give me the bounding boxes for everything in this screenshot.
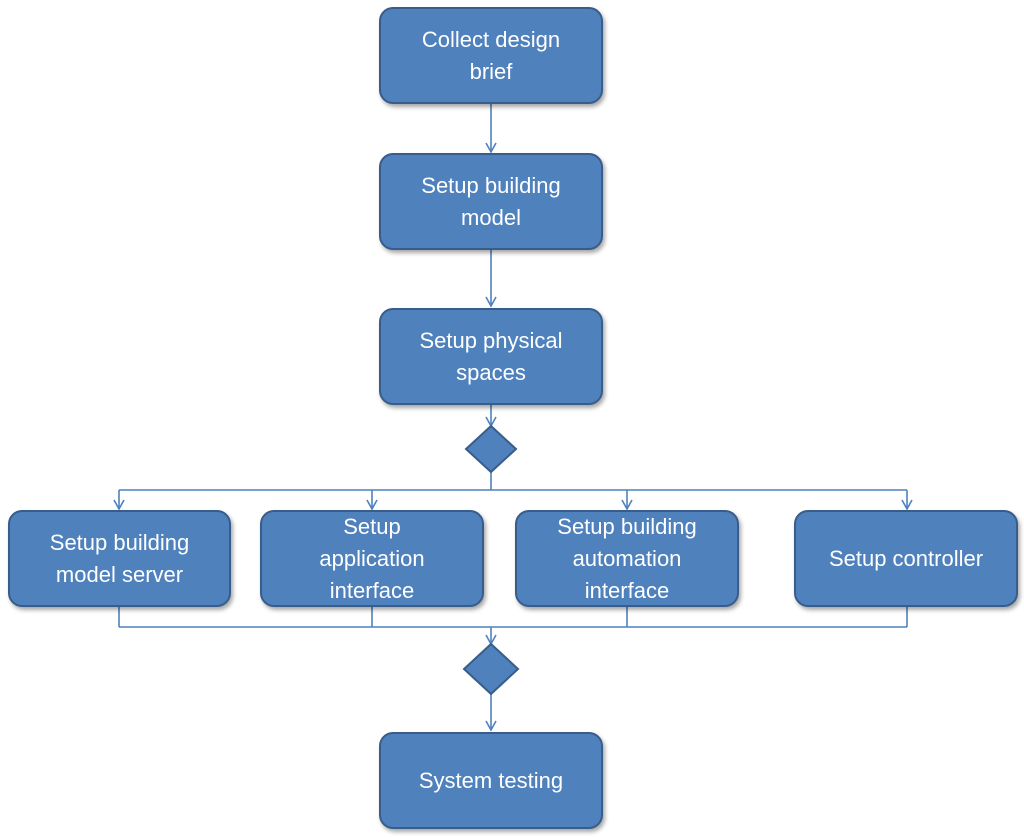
node-setup-building-automation-interface: Setup building automation interface [515,510,739,607]
node-label: Collect design brief [421,26,561,84]
node-label: Setup building model server [49,529,190,587]
node-label: System testing [418,767,564,793]
node-label: Setup application interface [319,513,425,603]
node-setup-building-model-server: Setup building model server [8,510,231,607]
node-label: Setup physical spaces [419,327,563,385]
node-label: Setup controller [828,545,984,571]
fork-diamond [464,424,518,474]
node-label: Setup building automation interface [557,513,697,603]
node-system-testing: System testing [379,732,603,829]
node-collect-design-brief: Collect design brief [379,7,603,104]
node-setup-application-interface: Setup application interface [260,510,484,607]
node-setup-building-model: Setup building model [379,153,603,250]
node-label: Setup building model [421,172,561,230]
node-setup-physical-spaces: Setup physical spaces [379,308,603,405]
join-diamond [462,642,520,696]
node-setup-controller: Setup controller [794,510,1018,607]
